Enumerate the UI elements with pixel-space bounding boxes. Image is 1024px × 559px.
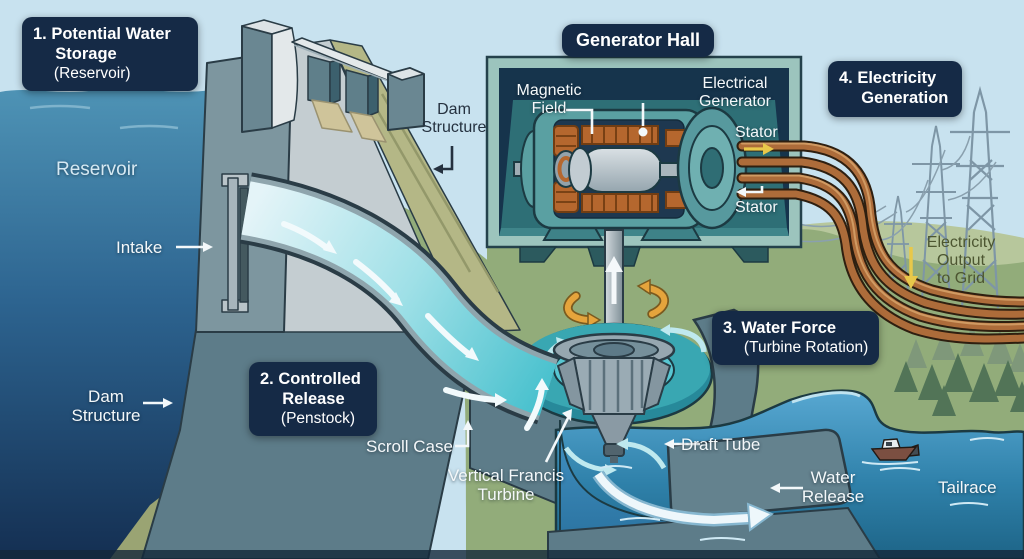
step-1-subtitle: (Reservoir) [53,64,131,82]
flow-arrow-icon [281,221,549,431]
water-streaks [599,437,1005,541]
draft-tube-label: Draft Tube [681,435,761,454]
electricity-output-label: Electricity Output to Grid [926,234,996,287]
electrical-generator-label: Electrical Generator [698,75,772,110]
generator-hall [485,55,803,267]
turbine-arrow [544,417,570,463]
magnetic-field-label: Magnetic Field [516,82,582,117]
stator-lower-label: Stator [735,199,778,216]
francis-turbine-label: Vertical Francis Turbine [447,466,565,505]
dam-structure-lower-label: Dam Structure [71,387,141,426]
label-arrows [143,103,918,493]
step-2-box: 2. Controlled Release (Penstock) [249,362,377,437]
shaft-up-arrow-icon [605,256,623,272]
intake-label: Intake [116,238,163,257]
step-3-title: 3. Water Force [723,319,837,337]
bottom-shade [0,550,1024,559]
pine-trees [894,325,1024,416]
scroll-case-label: Scroll Case [366,437,453,456]
step-3-box: 3. Water Force (Turbine Rotation) [712,311,880,366]
power-cables [736,140,1024,345]
penstock [239,172,560,425]
intake-gate [221,173,249,313]
reservoir-water [0,88,213,559]
generator-hall-title: Generator Hall [562,24,715,57]
generator-machine [513,106,748,241]
magnetic-field-leader [566,108,594,134]
step-2-title: 2. Controlled Release [260,370,361,408]
stator-lower-arrow [744,186,764,194]
crest-bridge [241,19,425,143]
water-release-label: Water Release [801,468,865,507]
tailrace-label: Tailrace [938,478,997,497]
rotation-arrow-icon [563,278,669,329]
step-2-subtitle: (Penstock) [280,409,356,427]
step-1-box: 1. Potential Water Storage (Reservoir) [22,17,198,92]
dam-structure-upper-label: Dam Structure [421,101,487,136]
step-1-title: 1. Potential Water Storage [33,25,171,63]
outflow-arrow-icon [563,438,775,532]
step-3-subtitle: (Turbine Rotation) [743,338,869,356]
reservoir-label: Reservoir [56,159,138,180]
dam-structure-upper-arrow [441,146,454,171]
scroll-case-arrow [455,428,470,448]
stator-upper-label: Stator [735,124,778,141]
francis-turbine [552,332,676,463]
step-4-title: 4. Electricity Generation [839,69,949,107]
step-4-box: 4. Electricity Generation [828,61,962,117]
boat [861,438,920,465]
